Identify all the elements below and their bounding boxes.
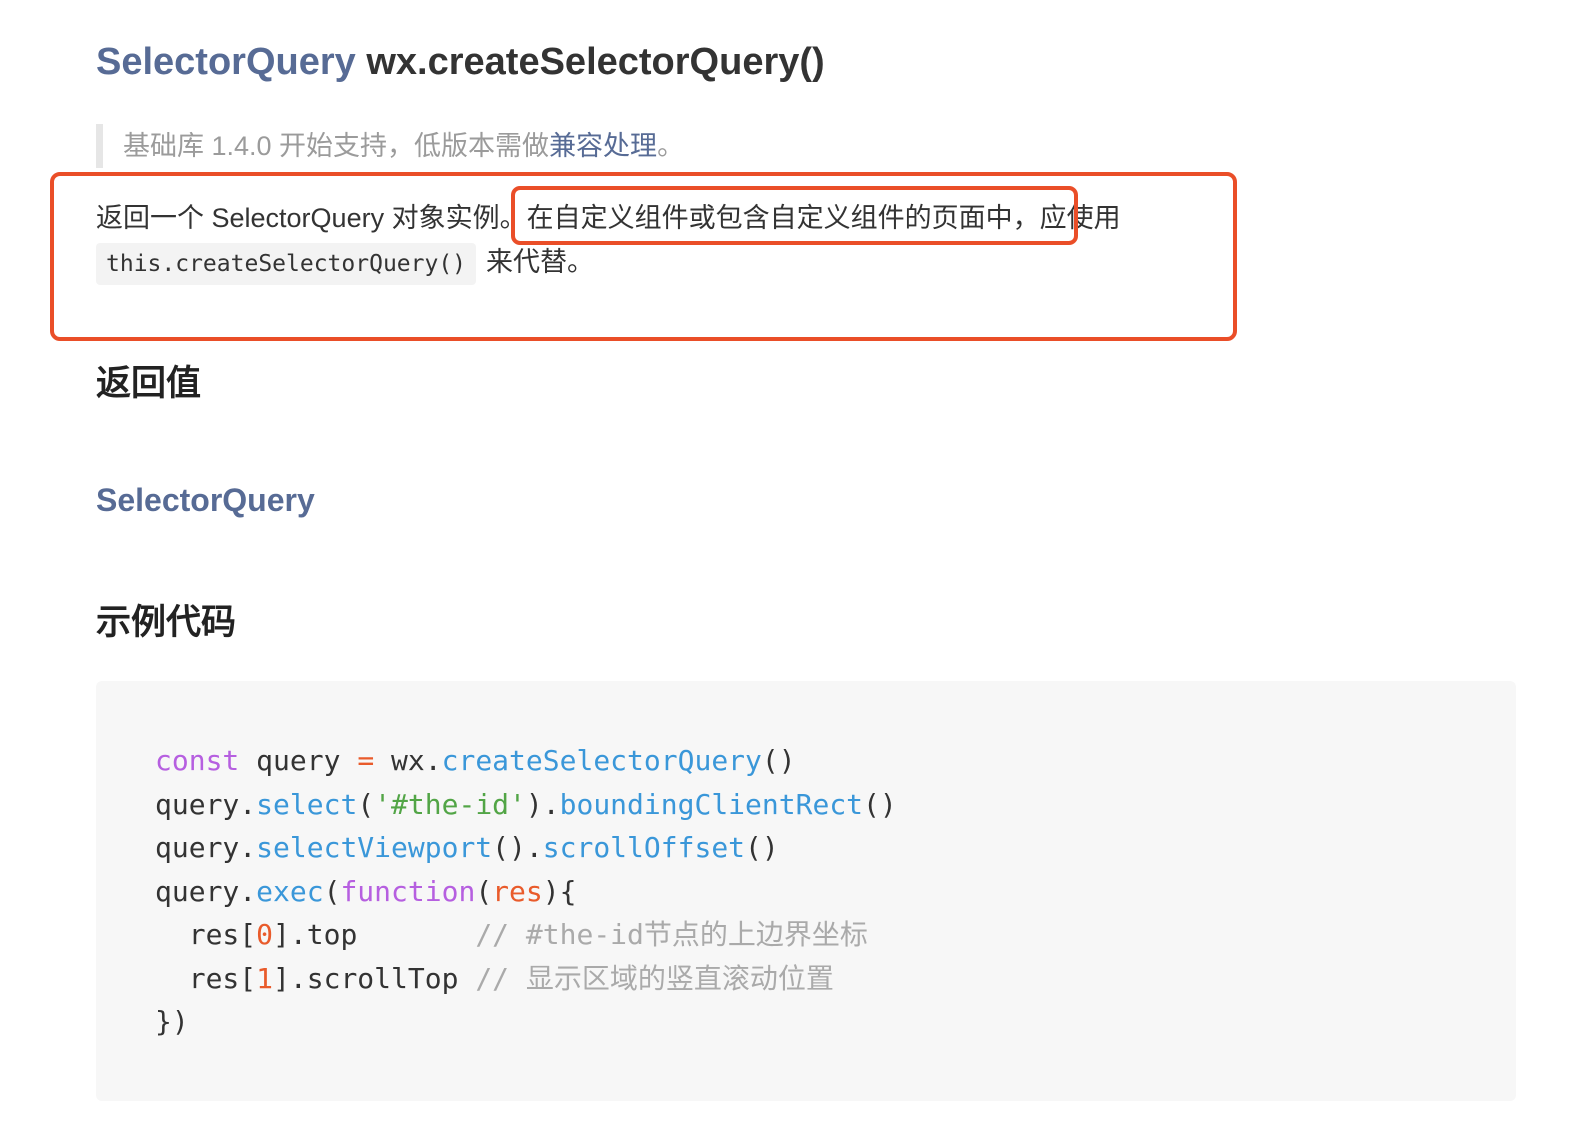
description: 返回一个 SelectorQuery 对象实例。在自定义组件或包含自定义组件的页…	[96, 196, 1196, 285]
description-line-1: 返回一个 SelectorQuery 对象实例。在自定义组件或包含自定义组件的页…	[96, 196, 1196, 240]
code-line-2: query.select('#the-id').boundingClientRe…	[155, 787, 897, 821]
code-line-4: query.exec(function(res){	[155, 874, 577, 908]
description-text-d: 来代替。	[486, 247, 595, 277]
return-type-link[interactable]: SelectorQuery	[96, 482, 315, 518]
version-tip-text: 基础库 1.4.0 开始支持，低版本需做	[123, 131, 550, 161]
compatibility-link[interactable]: 兼容处理	[549, 131, 658, 161]
version-tip-suffix: 。	[657, 131, 685, 161]
code-line-6: res[1].scrollTop // 显示区域的竖直滚动位置	[155, 961, 834, 995]
inline-code: this.createSelectorQuery()	[96, 243, 477, 285]
doc-page: SelectorQuery wx.createSelectorQuery() 基…	[96, 0, 1536, 1144]
example-code-heading: 示例代码	[96, 603, 237, 642]
code-line-1: const query = wx.createSelectorQuery()	[155, 744, 796, 777]
code-line-5: res[0].top // #the-id节点的上边界坐标	[155, 918, 868, 951]
code-block[interactable]: const query = wx.createSelectorQuery() q…	[96, 681, 1516, 1101]
code-content: const query = wx.createSelectorQuery() q…	[155, 739, 897, 1044]
selectorquery-type-link[interactable]: SelectorQuery	[96, 41, 356, 83]
api-signature: wx.createSelectorQuery()	[366, 41, 825, 83]
code-line-3: query.selectViewport().scrollOffset()	[155, 831, 779, 864]
return-value-heading: 返回值	[96, 364, 202, 403]
api-title: SelectorQuery wx.createSelectorQuery()	[96, 38, 825, 86]
code-line-7: })	[155, 1005, 189, 1038]
description-text-b: 。在自定义组件或包含自定义组件的页面中，	[499, 203, 1040, 233]
description-line-2: this.createSelectorQuery() 来代替。	[96, 240, 1196, 285]
description-text-a: 返回一个 SelectorQuery 对象实例	[96, 203, 500, 233]
version-tip: 基础库 1.4.0 开始支持，低版本需做兼容处理。	[96, 124, 684, 168]
description-text-c: 应使用	[1039, 203, 1121, 233]
